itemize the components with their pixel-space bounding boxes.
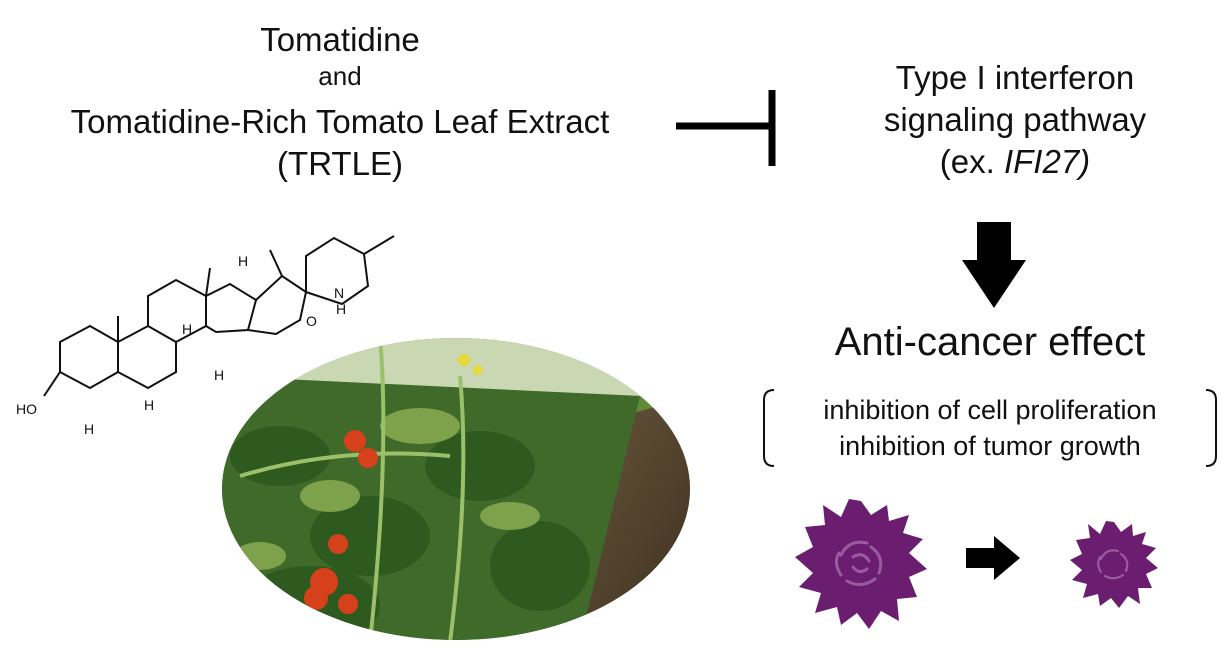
tumor-cell-icon [795, 499, 927, 629]
effect-bracket [763, 389, 1217, 467]
structure-label-h5: H [238, 253, 248, 269]
structure-label-nh: H [336, 301, 346, 317]
structure-label-n: N [334, 285, 344, 301]
extract-name: Tomatidine-Rich Tomato Leaf Extract [70, 103, 610, 140]
pathway-line1: Type I interferon [895, 59, 1135, 96]
pathway-example-gene: IFI27) [1003, 143, 1091, 180]
pathway-example: (ex. IFI27) [810, 142, 1220, 182]
compound-title: Tomatidine [260, 21, 420, 58]
structure-label-h4: H [214, 367, 224, 383]
pathway-example-prefix: (ex. [939, 143, 1004, 180]
compound-conjunction: and [318, 61, 362, 91]
effect-item-1: inhibition of cell proliferation [823, 395, 1157, 425]
inhibition-t-bar-icon [676, 90, 776, 166]
tomato-plant-photo [222, 338, 690, 640]
extract-abbreviation: (TRTLE) [277, 145, 403, 182]
down-arrow-icon [962, 222, 1026, 308]
structure-label-o: O [306, 313, 317, 329]
effect-item-2: inhibition of tumor growth [839, 431, 1141, 461]
pathway-line2: signaling pathway [883, 101, 1147, 138]
effect-title: Anti-cancer effect [834, 320, 1146, 364]
structure-label-h3: H [182, 321, 192, 337]
structure-label-h1: H [84, 421, 94, 437]
right-arrow-icon [966, 536, 1020, 580]
structure-label-h2: H [144, 397, 154, 413]
tumor-cell-icon [1070, 521, 1158, 608]
tomatidine-structure: HO H H H H H O N H [16, 235, 395, 437]
structure-label-ho: HO [16, 401, 37, 417]
